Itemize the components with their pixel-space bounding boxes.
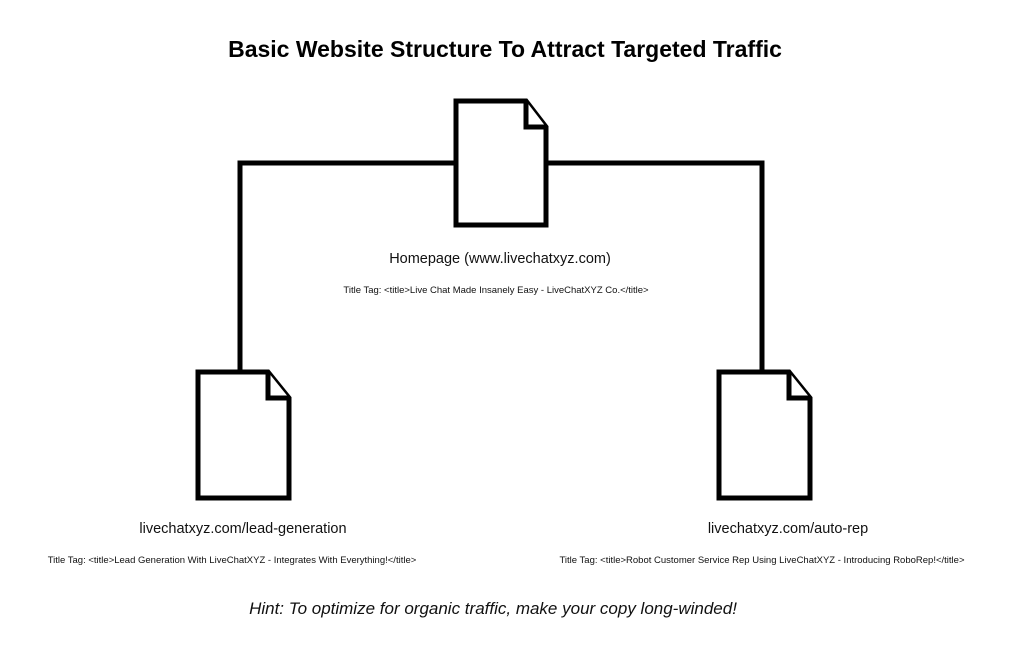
hint-text: Hint: To optimize for organic traffic, m… bbox=[249, 599, 737, 618]
lead-generation-node: livechatxyz.com/lead-generation Title Ta… bbox=[48, 369, 417, 566]
connectors bbox=[237, 160, 765, 372]
document-fold bbox=[265, 372, 289, 401]
lead-generation-title-tag: Title Tag: <title>Lead Generation With L… bbox=[48, 555, 417, 566]
homepage-label: Homepage (www.livechatxyz.com) bbox=[389, 251, 611, 267]
document-fold bbox=[786, 372, 810, 401]
document-icon bbox=[716, 369, 813, 501]
document-icon bbox=[453, 98, 549, 228]
diagram-title: Basic Website Structure To Attract Targe… bbox=[228, 36, 782, 62]
document-icon bbox=[195, 369, 292, 501]
homepage-node: Homepage (www.livechatxyz.com) Title Tag… bbox=[343, 98, 649, 296]
auto-rep-label: livechatxyz.com/auto-rep bbox=[708, 521, 868, 537]
homepage-title-tag: Title Tag: <title>Live Chat Made Insanel… bbox=[343, 285, 649, 296]
auto-rep-node: livechatxyz.com/auto-rep Title Tag: <tit… bbox=[559, 369, 965, 566]
connector-homepage-to-auto-rep bbox=[545, 160, 765, 372]
document-fold bbox=[523, 101, 546, 130]
auto-rep-title-tag: Title Tag: <title>Robot Customer Service… bbox=[559, 555, 964, 566]
lead-generation-label: livechatxyz.com/lead-generation bbox=[139, 521, 346, 537]
connector-homepage-to-lead-generation bbox=[237, 160, 456, 372]
